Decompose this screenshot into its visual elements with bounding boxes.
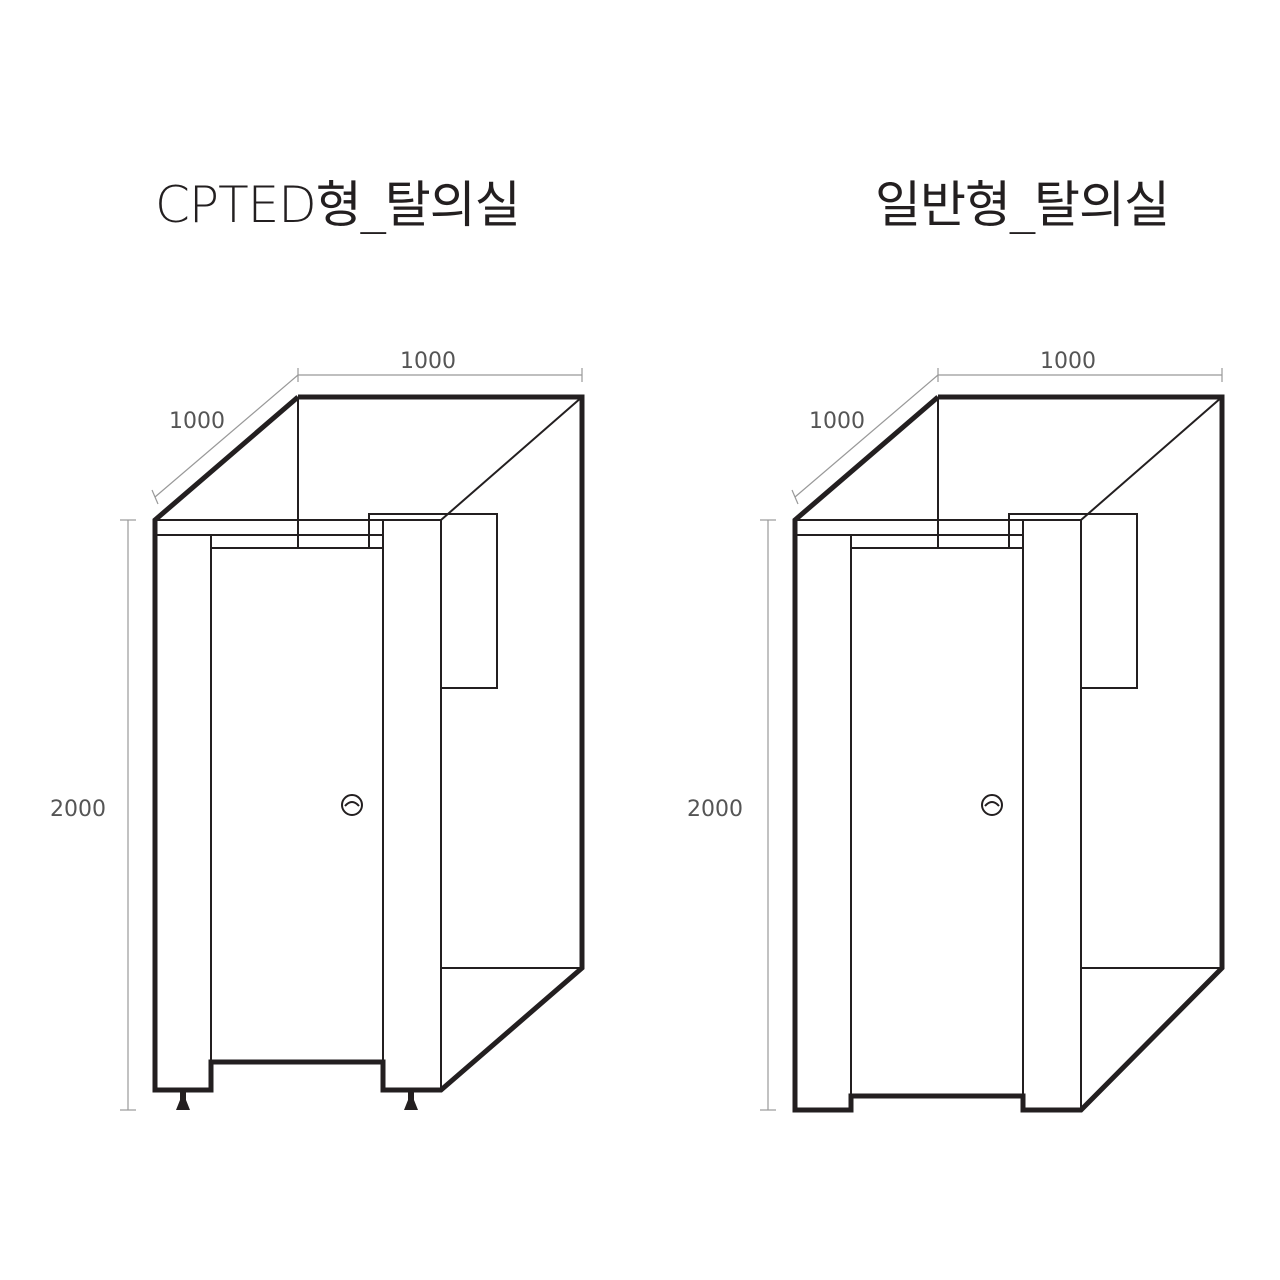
dim-height: 2000 (687, 797, 743, 822)
title-cpted: CPTED형_탈의실 (155, 176, 521, 234)
booth-general: 1000 1000 2000 (687, 349, 1225, 1113)
dim-depth: 1000 (169, 409, 225, 434)
dim-width: 1000 (1040, 349, 1096, 374)
booth-outline (152, 394, 585, 1093)
foot-icon (404, 1092, 418, 1110)
foot-icon (176, 1092, 190, 1110)
dim-width: 1000 (400, 349, 456, 374)
title-general: 일반형_탈의실 (875, 176, 1170, 234)
dim-depth: 1000 (809, 409, 865, 434)
dim-height: 2000 (50, 797, 106, 822)
booth-outline (792, 394, 1225, 1113)
booth-cpted: 1000 1000 2000 (50, 349, 585, 1111)
